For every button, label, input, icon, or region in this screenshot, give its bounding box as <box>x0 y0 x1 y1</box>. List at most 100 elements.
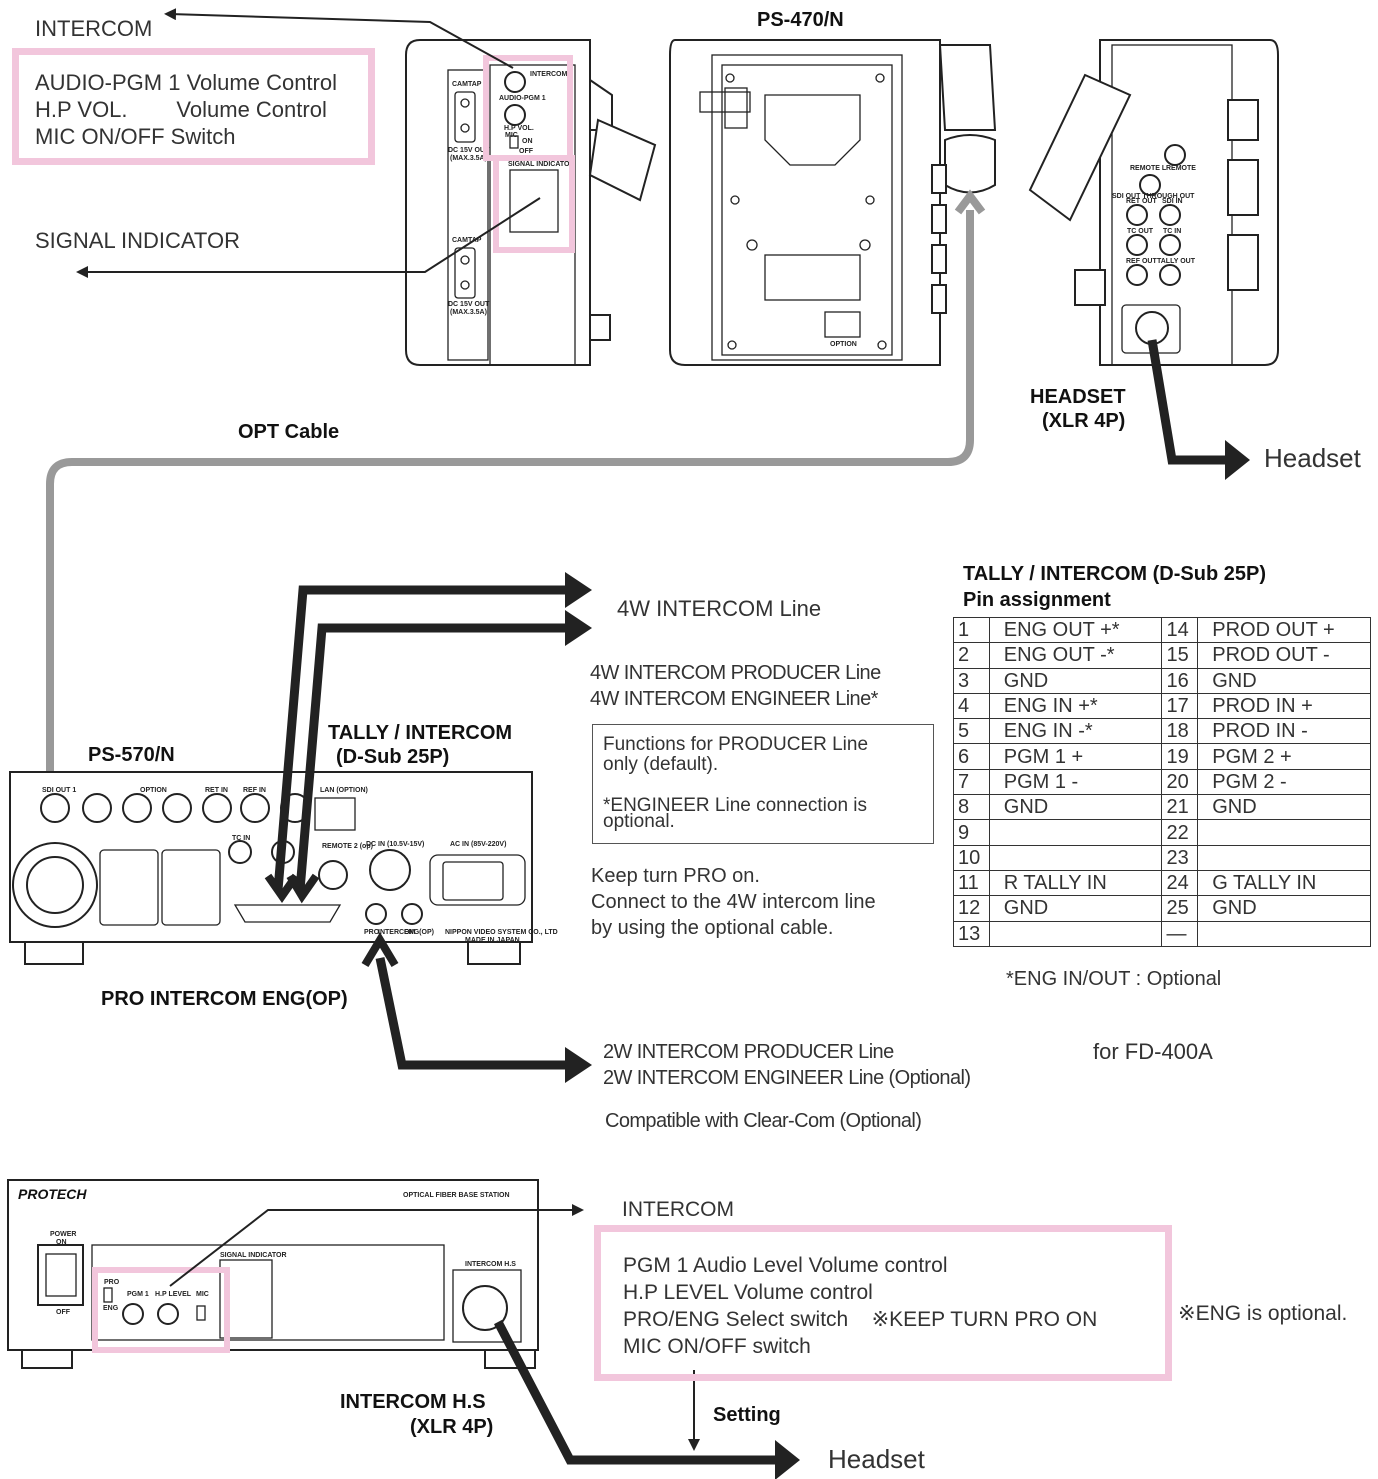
pin-signal: PROD IN + <box>1197 692 1371 720</box>
dc-out-text-2: DC 15V OUT <box>448 301 490 308</box>
2w-arrowhead-up <box>361 932 399 968</box>
4w-engineer-line: 4W INTERCOM ENGINEER Line* <box>590 688 878 710</box>
4w-line-2 <box>295 623 570 891</box>
signal-indicator-leader <box>76 197 541 278</box>
pin-number: 15 <box>1161 642 1199 669</box>
sdi-out-text: SDI OUT THROUGH OUT <box>1112 193 1195 200</box>
power-label: POWER <box>50 1231 76 1238</box>
eng-optional-note: ※ENG is optional. <box>1178 1302 1348 1325</box>
hp-vol-text: H.P VOL. <box>504 125 534 132</box>
audio-pgm1-text: AUDIO-PGM 1 <box>499 95 546 102</box>
front-pgm1: PGM 1 <box>127 1291 149 1298</box>
brand-logo: PROTECH <box>18 1186 87 1202</box>
keep-turn-line-1: Keep turn PRO on. <box>591 865 760 887</box>
signal-indicator-highlight <box>493 155 575 253</box>
pin-number: 7 <box>953 768 990 796</box>
base-station-title: PS-570/N <box>88 744 175 766</box>
pin-number: 17 <box>1161 692 1199 720</box>
pin-signal <box>1197 844 1371 871</box>
control-line-3: MIC ON/OFF Switch <box>35 124 236 149</box>
camera-left-side: CAMTAP CAMTAP DC 15V OUT (MAX.3.5A) DC 1… <box>405 39 657 366</box>
4w-producer-line: 4W INTERCOM PRODUCER Line <box>590 662 881 684</box>
pin-signal: ENG OUT -* <box>988 642 1163 669</box>
pin-signal: PROD OUT + <box>1197 616 1371 644</box>
front-signal-indicator: SIGNAL INDICATOR <box>220 1252 287 1259</box>
pin-table-footnote: *ENG IN/OUT : Optional <box>1006 968 1222 990</box>
2w-producer-line: 2W INTERCOM PRODUCER Line <box>603 1041 894 1063</box>
pin-signal: PROD IN - <box>1197 718 1371 745</box>
settings-line-1: PGM 1 Audio Level Volume control <box>623 1254 948 1277</box>
pin-signal: ENG IN -* <box>988 718 1163 745</box>
settings-line-3: PRO/ENG Select switch ※KEEP TURN PRO ON <box>623 1308 1098 1331</box>
pin-number: 16 <box>1161 667 1199 694</box>
pro-intercom-label: PRO INTERCOM ENG(OP) <box>101 988 348 1010</box>
2w-line <box>375 957 570 1070</box>
pin-signal <box>1197 819 1371 846</box>
front-mic: MIC <box>196 1291 209 1298</box>
pin-signal: GND <box>988 794 1163 821</box>
pin-number: 11 <box>953 869 990 897</box>
pin-number: 9 <box>953 819 990 846</box>
pin-signal: ENG OUT +* <box>988 616 1163 644</box>
intercom-text: INTERCOM <box>530 71 568 78</box>
rear-dc-in: DC IN (10.5V-15V) <box>366 841 424 848</box>
4w-arrowhead-4 <box>286 873 320 904</box>
pin-signal <box>988 819 1163 846</box>
remote-text: REMOTE <box>1166 165 1196 172</box>
opt-cable-arrow-top <box>954 189 986 215</box>
rear-option: OPTION <box>140 787 167 794</box>
pin-signal: PGM 2 + <box>1197 743 1371 770</box>
pin-number: 18 <box>1161 718 1199 745</box>
off-text: OFF <box>519 148 534 155</box>
pin-signal: R TALLY IN <box>988 869 1163 897</box>
camera-right-side: REMOTE REMOTE L SDI OUT THROUGH OUT RET … <box>1028 39 1279 366</box>
pin-number: 8 <box>953 794 990 821</box>
pin-number: 3 <box>953 667 990 694</box>
4w-line-1 <box>273 585 570 891</box>
2w-arrowhead-right <box>565 1047 592 1083</box>
pin-signal: GND <box>1197 794 1371 821</box>
4w-arrowhead-1 <box>565 572 592 608</box>
headset-connector-line-2: (XLR 4P) <box>1042 410 1126 432</box>
tally-intercom-line-1: TALLY / INTERCOM <box>328 722 513 744</box>
intercom-leader <box>164 8 514 69</box>
dc-max-text-2: (MAX.3.5A) <box>450 309 487 316</box>
pin-signal <box>988 920 1163 947</box>
dc-out-text-1: DC 15V OUT <box>448 147 490 154</box>
pin-table-subtitle: Pin assignment <box>963 589 1111 611</box>
headset-connector-line-1: HEADSET <box>1030 386 1126 408</box>
functions-line-1: Functions for PRODUCER Line <box>603 734 869 755</box>
rear-lan: LAN (OPTION) <box>320 787 368 794</box>
pin-number: 24 <box>1161 869 1199 897</box>
pin-signal: G TALLY IN <box>1197 869 1371 897</box>
pin-signal <box>988 844 1163 871</box>
headset-top-label: Headset <box>1264 443 1361 473</box>
pin-table-title: TALLY / INTERCOM (D-Sub 25P) <box>963 563 1266 585</box>
tc-in-text: TC IN <box>1163 228 1181 235</box>
pin-number: — <box>1161 920 1199 947</box>
front-intercom-hs: INTERCOM H.S <box>465 1261 516 1268</box>
base-station-front: PROTECH OPTICAL FIBER BASE STATION POWER… <box>7 1179 539 1369</box>
remote-l-text: REMOTE L <box>1130 165 1167 172</box>
front-pro: PRO <box>104 1279 120 1286</box>
rear-remote2: REMOTE 2 (op) <box>322 843 373 850</box>
settings-line-4: MIC ON/OFF switch <box>623 1335 811 1358</box>
tally-out-text: TALLY OUT <box>1157 258 1196 265</box>
rear-made: MADE IN JAPAN <box>465 937 520 944</box>
headset-top-arrowhead <box>1225 440 1250 480</box>
rear-pro: PRO <box>364 929 380 936</box>
signal-indicator-text: SIGNAL INDICATOR <box>508 161 575 168</box>
camera-title: PS-470/N <box>757 9 844 31</box>
pin-number: 4 <box>953 692 990 720</box>
base-station-rear: SDI OUT 1 OPTION RET IN REF IN LAN (OPTI… <box>9 771 558 965</box>
settings-box: PGM 1 Audio Level Volume control H.P LEV… <box>594 1225 1172 1381</box>
front-eng: ENG <box>103 1305 119 1312</box>
front-highlight <box>92 1267 230 1353</box>
